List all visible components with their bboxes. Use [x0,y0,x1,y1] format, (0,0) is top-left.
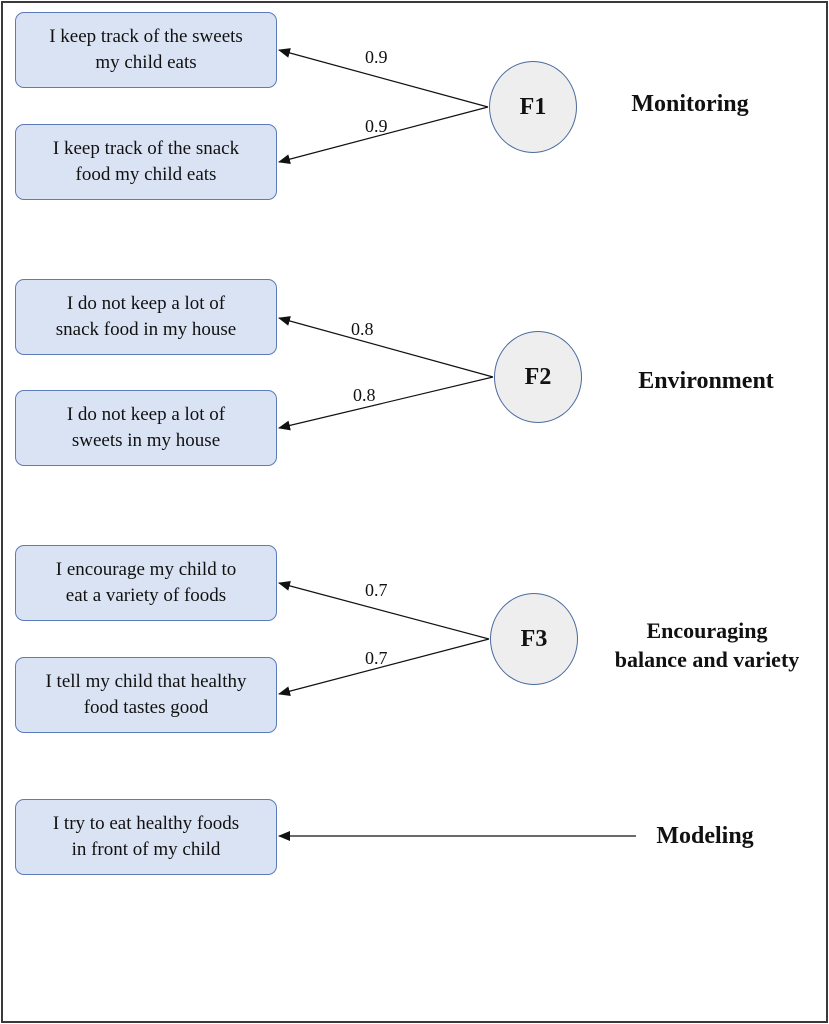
arrow-f2-item3 [278,316,494,378]
item-box-eat-healthy: I try to eat healthy foods in front of m… [15,799,277,875]
item-box-sweets-tracking: I keep track of the sweets my child eats [15,12,277,88]
factor-label-modeling: Modeling [656,823,754,849]
factor-label-monitoring: Monitoring [631,91,749,117]
loading-value: 0.9 [365,116,388,136]
item-box-sweets-house: I do not keep a lot of sweets in my hous… [15,390,277,466]
loading-value: 0.9 [365,47,388,67]
arrow-f2-item4 [278,376,494,431]
loading-value: 0.7 [365,580,388,600]
item-box-snack-house: I do not keep a lot of snack food in my … [15,279,277,355]
item-box-snack-tracking: I keep track of the snack food my child … [15,124,277,200]
factor-node-f1: F1 [489,61,577,153]
arrow-f3-item6 [278,638,490,697]
loading-value: 0.8 [353,385,376,405]
arrow-f1-item2 [278,106,489,165]
item-box-variety: I encourage my child to eat a variety of… [15,545,277,621]
loading-value: 0.8 [351,319,374,339]
factor-label-environment: Environment [638,368,774,394]
arrow-f1-item1 [278,48,489,108]
factor-node-f2: F2 [494,331,582,423]
arrow-f3-item5 [278,581,490,640]
factor-node-f3: F3 [490,593,578,685]
loading-value: 0.7 [365,648,388,668]
factor-label-encouraging: Encouraging balance and variety [614,618,800,672]
item-box-healthy-tastes: I tell my child that healthy food tastes… [15,657,277,733]
